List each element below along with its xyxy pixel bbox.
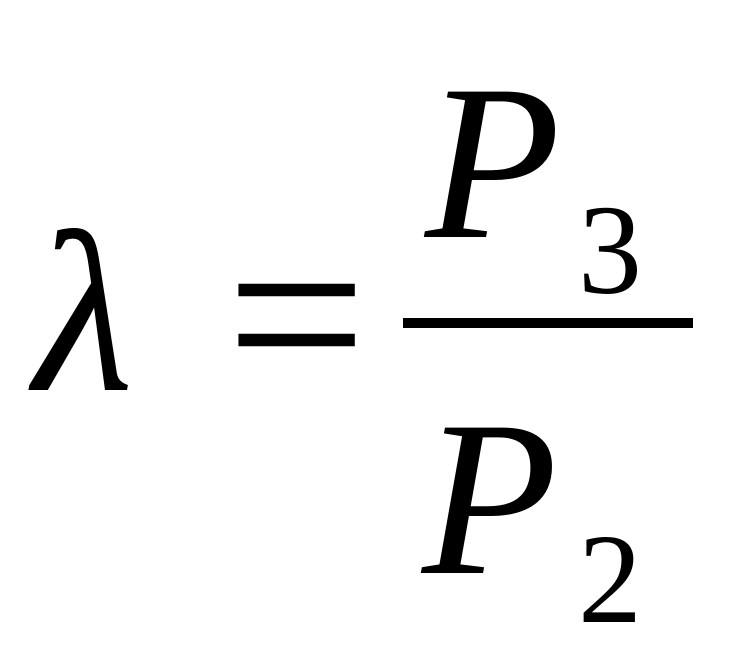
numerator-symbol: P: [425, 40, 561, 286]
denominator-symbol: P: [422, 376, 558, 622]
numerator-subscript: 3: [578, 179, 642, 321]
equals-sign: =: [226, 176, 367, 453]
fraction-bar: [403, 318, 693, 328]
denominator-subscript: 2: [578, 508, 642, 650]
lambda-symbol: λ: [34, 185, 134, 440]
